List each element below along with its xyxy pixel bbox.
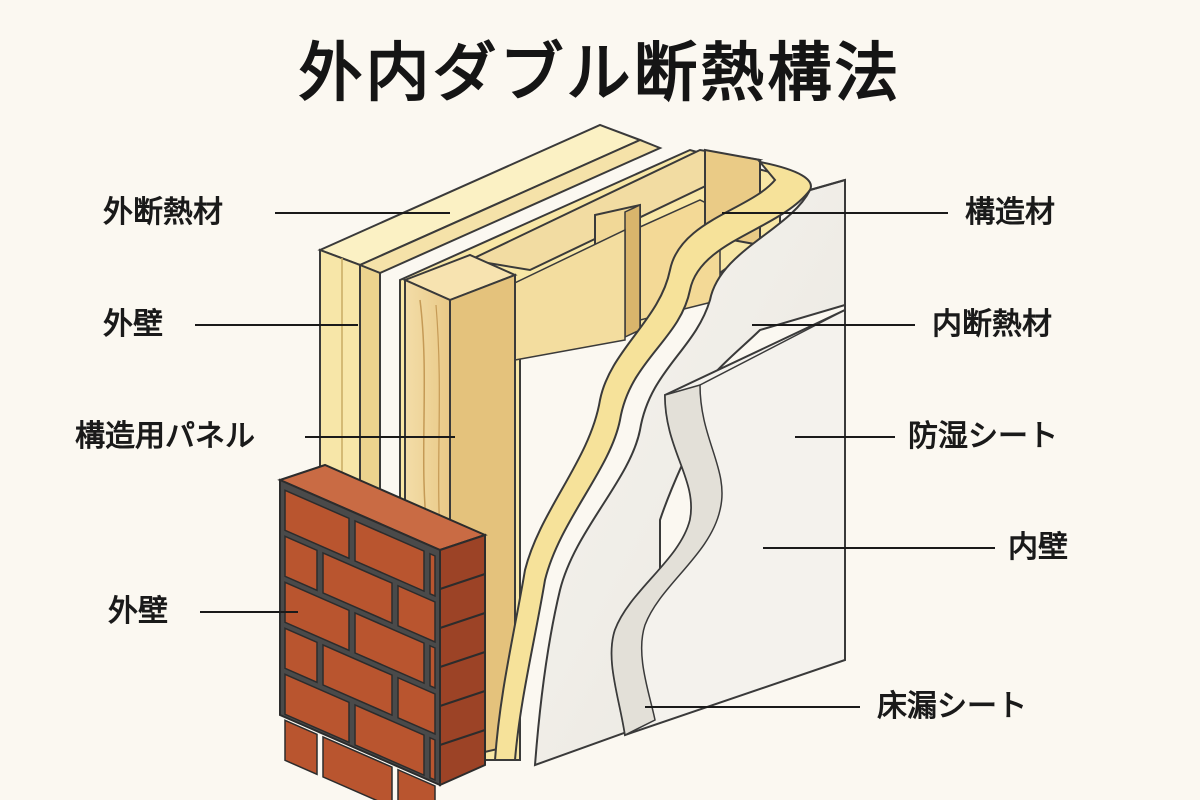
label-outer-wall-brick: 外壁	[108, 594, 168, 629]
brick	[354, 703, 425, 777]
label-structural-panel: 構造用パネル	[75, 419, 255, 454]
brick	[429, 644, 436, 690]
brick	[284, 535, 318, 592]
brick	[354, 611, 425, 685]
brick	[284, 627, 318, 684]
brick	[397, 584, 436, 644]
brick	[284, 581, 350, 652]
brick-joint	[439, 651, 486, 668]
brick	[284, 489, 350, 560]
label-structural-member: 構造材	[965, 195, 1055, 230]
label-outer-wall-upper: 外壁	[103, 307, 163, 342]
leader-lines	[195, 212, 995, 708]
brick	[429, 552, 436, 598]
brick	[429, 736, 436, 782]
brick	[397, 768, 436, 800]
brick-joint	[439, 612, 486, 629]
label-inner-wall: 内壁	[1008, 530, 1068, 565]
label-inner-insulation: 内断熱材	[932, 307, 1052, 342]
brick	[322, 643, 393, 717]
structural-studs	[466, 148, 764, 361]
label-outer-insulation: 外断熱材	[103, 195, 223, 230]
brick-joint	[439, 690, 486, 707]
label-floor-leak-sheet: 床漏シート	[877, 689, 1027, 724]
brick	[354, 519, 425, 593]
brick	[284, 673, 350, 744]
brick-wall	[277, 463, 488, 800]
brick	[322, 735, 393, 800]
label-vapor-barrier: 防湿シート	[908, 419, 1058, 454]
inner-wall-panel	[610, 308, 846, 737]
brick	[284, 719, 318, 776]
brick	[322, 551, 393, 625]
brick-joint	[439, 729, 486, 746]
brick-joint	[439, 573, 486, 590]
diagram-title: 外内ダブル断熱構法	[298, 37, 902, 111]
inner-insulation-layer	[493, 160, 812, 761]
brick	[397, 676, 436, 736]
